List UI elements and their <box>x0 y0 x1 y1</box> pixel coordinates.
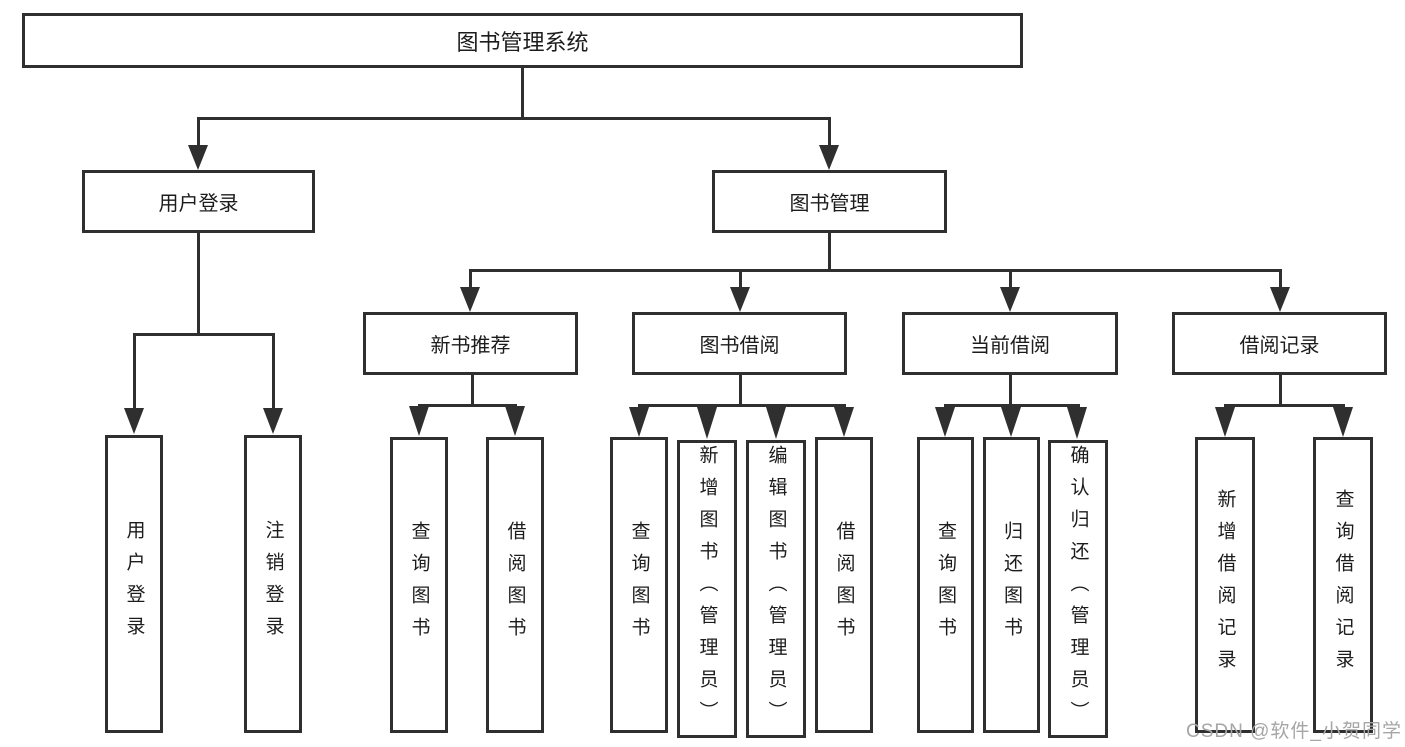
connector-segment <box>469 269 472 289</box>
arrow-down-icon <box>460 287 480 312</box>
node-leaf-recd-query: 查询借阅记录 <box>1313 437 1373 733</box>
node-leaf-cur-confirm: 确认归还（管理员） <box>1048 440 1108 738</box>
node-leaf-rec-query: 查询图书 <box>390 437 448 733</box>
connector-segment <box>1279 269 1282 289</box>
connector-segment <box>272 333 275 411</box>
arrow-down-icon <box>1067 407 1087 439</box>
arrow-down-icon <box>1333 407 1353 437</box>
node-current-borrowing: 当前借阅 <box>902 312 1118 375</box>
connector-segment <box>944 404 1080 407</box>
node-label: 当前借阅 <box>970 335 1050 357</box>
connector-segment <box>521 68 524 119</box>
node-user-login: 用户登录 <box>82 170 315 233</box>
node-borrowing-records: 借阅记录 <box>1172 312 1387 375</box>
node-label: 图书管理系统 <box>456 29 589 55</box>
arrow-down-icon <box>188 145 208 170</box>
connector-segment <box>1224 404 1345 407</box>
arrow-down-icon <box>1000 287 1020 312</box>
arrow-down-icon <box>697 407 717 439</box>
connector-segment <box>197 233 200 336</box>
node-label: 确认归还（管理员） <box>1067 445 1089 733</box>
arrow-down-icon <box>834 407 854 437</box>
connector-segment <box>133 333 136 411</box>
node-leaf-recd-add: 新增借阅记录 <box>1195 437 1255 733</box>
arrow-down-icon <box>766 407 786 439</box>
node-label: 查询图书 <box>408 521 430 649</box>
connector-segment <box>197 117 200 147</box>
node-label: 新增借阅记录 <box>1214 489 1236 681</box>
arrow-down-icon <box>1270 287 1290 312</box>
node-leaf-cur-return: 归还图书 <box>983 437 1040 733</box>
node-leaf-rec-borrow: 借阅图书 <box>486 437 544 733</box>
node-leaf-logout: 注销登录 <box>244 435 302 733</box>
node-label: 新书推荐 <box>430 335 511 357</box>
node-root: 图书管理系统 <box>22 13 1023 68</box>
node-label: 借阅记录 <box>1239 335 1320 357</box>
arrow-down-icon <box>935 407 955 437</box>
node-label: 图书借阅 <box>699 335 780 357</box>
node-leaf-bor-query: 查询图书 <box>610 437 668 733</box>
connector-segment <box>133 333 275 336</box>
node-leaf-cur-query: 查询图书 <box>917 437 974 733</box>
connector-segment <box>828 117 831 147</box>
node-leaf-bor-add: 新增图书（管理员） <box>677 440 737 738</box>
node-label: 新增图书（管理员） <box>696 445 718 733</box>
node-label: 图书管理 <box>789 193 870 215</box>
arrow-down-icon <box>1215 407 1235 437</box>
node-label: 编辑图书（管理员） <box>765 445 787 733</box>
node-leaf-bor-edit: 编辑图书（管理员） <box>746 440 806 738</box>
csdn-watermark: CSDN @软件_小贺同学 <box>1186 721 1402 742</box>
connector-segment <box>638 404 846 407</box>
connector-segment <box>1009 375 1012 407</box>
arrow-down-icon <box>629 407 649 437</box>
arrow-down-icon <box>409 406 429 436</box>
connector-segment <box>739 269 742 289</box>
node-leaf-bor-borrow: 借阅图书 <box>815 437 873 733</box>
node-leaf-user-login: 用户登录 <box>105 435 163 733</box>
node-label: 用户登录 <box>123 520 145 648</box>
node-label: 查询图书 <box>935 521 956 649</box>
connector-segment <box>469 269 1282 272</box>
arrow-down-icon <box>124 408 144 434</box>
arrow-down-icon <box>819 145 839 170</box>
arrow-down-icon <box>505 406 525 436</box>
arrow-down-icon <box>263 408 283 434</box>
connector-segment <box>828 233 831 272</box>
connector-segment <box>418 404 517 407</box>
node-label: 查询借阅记录 <box>1332 489 1354 681</box>
arrow-down-icon <box>730 287 750 312</box>
connector-segment <box>739 375 742 407</box>
node-label: 用户登录 <box>158 193 239 215</box>
connector-segment <box>1279 375 1282 407</box>
node-label: 借阅图书 <box>833 521 855 649</box>
node-label: 借阅图书 <box>504 521 526 649</box>
node-new-book-recommend: 新书推荐 <box>363 312 578 375</box>
connector-segment <box>1009 269 1012 289</box>
node-label: 归还图书 <box>1001 521 1022 649</box>
connector-segment <box>197 117 830 120</box>
node-book-management: 图书管理 <box>712 170 947 233</box>
connector-segment <box>471 375 474 407</box>
node-label: 查询图书 <box>628 521 650 649</box>
node-label: 注销登录 <box>262 520 284 648</box>
node-book-borrowing: 图书借阅 <box>632 312 847 375</box>
arrow-down-icon <box>1001 407 1021 437</box>
